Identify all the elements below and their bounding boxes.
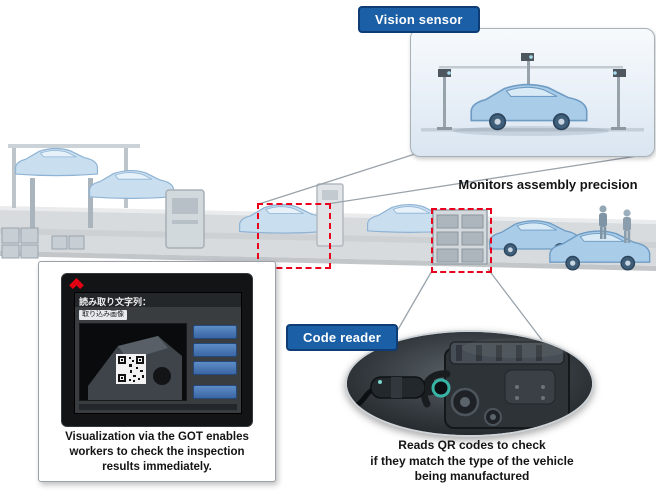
machine-cabinet <box>165 189 205 249</box>
got-screen: 読み取り文字列： 取り込み画像 <box>74 292 242 414</box>
car-icon <box>470 83 588 131</box>
code-reader-device-icon <box>347 376 451 409</box>
caption-line: Reads QR codes to check <box>398 438 546 452</box>
engine-block <box>420 341 570 429</box>
mitsubishi-logo-icon <box>69 278 84 289</box>
car-body-icon <box>88 169 175 199</box>
vision-sensor-callout <box>410 28 655 157</box>
got-screen-button <box>193 325 237 339</box>
inspection-zone-marker-vision <box>257 203 331 269</box>
sensor-camera-icon <box>437 69 452 130</box>
qr-code-icon <box>116 354 146 384</box>
vision-sensor-label: Vision sensor <box>358 6 480 33</box>
got-screen-button <box>193 385 237 399</box>
engine-rack <box>432 209 488 265</box>
lift-post <box>30 178 35 228</box>
lift-post <box>88 178 93 228</box>
worker-figure <box>599 205 607 239</box>
got-screen-statusbar <box>79 404 237 410</box>
car-body-icon <box>14 147 99 177</box>
got-screen-title: 読み取り文字列： <box>75 293 241 307</box>
code-reader-photo <box>345 330 594 437</box>
got-caption: Visualization via the GOT enables worker… <box>39 430 275 475</box>
inspection-zone-marker-code <box>431 208 492 273</box>
sensor-camera-icon <box>611 69 626 130</box>
code-reader-label: Code reader <box>286 324 399 351</box>
got-screen-button <box>193 343 237 357</box>
sensor-camera-icon <box>521 53 534 99</box>
caption-line: results immediately. <box>102 460 212 473</box>
code-reader-caption: Reads QR codes to check if they match th… <box>352 438 592 485</box>
vision-inspection-illustration <box>421 53 644 136</box>
caption-line: workers to check the inspection <box>69 445 245 458</box>
got-screen-sublabel: 取り込み画像 <box>79 310 127 320</box>
got-panel: 読み取り文字列： 取り込み画像 <box>38 261 276 482</box>
caption-line: if they match the type of the vehicle <box>370 453 574 468</box>
vision-sensor-caption: Monitors assembly precision <box>458 177 638 192</box>
parts-crates <box>1 227 85 259</box>
callout-connector-lines <box>258 153 651 353</box>
caption-line: Visualization via the GOT enables <box>65 431 249 443</box>
got-device: 読み取り文字列： 取り込み画像 <box>61 273 253 427</box>
engine-illustration <box>347 332 592 435</box>
got-screen-button <box>193 361 237 375</box>
worker-figure <box>623 209 631 243</box>
got-camera-image <box>79 323 187 401</box>
sensor-rail <box>439 66 623 69</box>
caption-line: being manufactured <box>414 469 530 484</box>
